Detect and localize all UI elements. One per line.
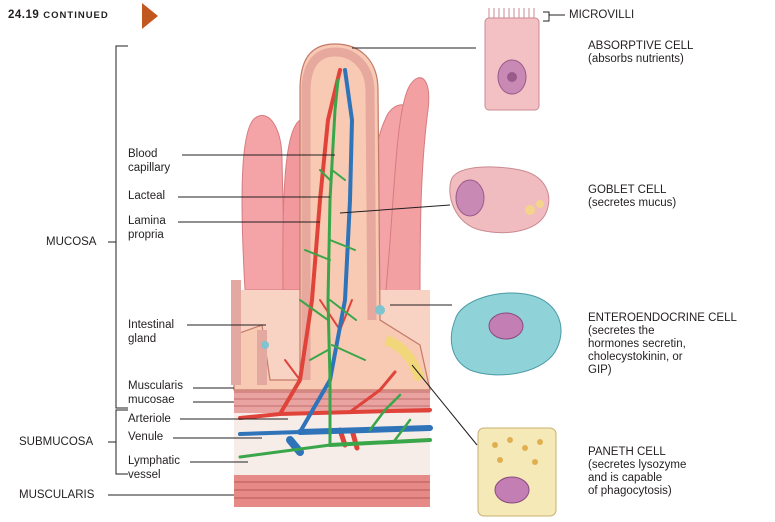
label-goblet-cell: GOBLET CELL (secretes mucus): [588, 184, 676, 210]
label-lamina-line1: Lamina: [128, 215, 166, 229]
label-paneth-cell: PANETH CELL (secretes lysozyme and is ca…: [588, 446, 686, 498]
paneth-desc-2: and is capable: [588, 472, 686, 485]
entero-desc-3: cholecystokinin, or: [588, 351, 737, 364]
paneth-title: PANETH CELL: [588, 446, 686, 459]
label-arteriole: Arteriole: [128, 413, 171, 427]
label-intestinal-line1: Intestinal: [128, 319, 174, 333]
goblet-cell: [450, 167, 549, 233]
label-intestinal-line2: gland: [128, 333, 174, 347]
label-muscularis-mucosae-line2: mucosae: [128, 394, 183, 408]
label-lymphatic-line1: Lymphatic: [128, 455, 180, 469]
label-blood-capillary: Blood capillary: [128, 148, 170, 175]
goblet-desc: (secretes mucus): [588, 197, 676, 210]
label-muscularis-mucosae-line1: Muscularis: [128, 380, 183, 394]
label-lymphatic-vessel: Lymphatic vessel: [128, 455, 180, 482]
label-submucosa: SUBMUCOSA: [19, 436, 93, 448]
paneth-cell: [478, 428, 556, 516]
label-lymphatic-line2: vessel: [128, 469, 180, 483]
label-muscularis-mucosae: Muscularis mucosae: [128, 380, 183, 407]
label-blood-capillary-line2: capillary: [128, 162, 170, 176]
goblet-title: GOBLET CELL: [588, 184, 676, 197]
entero-title: ENTEROENDOCRINE CELL: [588, 312, 737, 325]
paneth-desc-3: of phagocytosis): [588, 485, 686, 498]
label-mucosa: MUCOSA: [46, 236, 96, 248]
label-blood-capillary-line1: Blood: [128, 148, 170, 162]
enteroendocrine-cell: [451, 293, 561, 375]
paneth-desc-1: (secretes lysozyme: [588, 459, 686, 472]
label-intestinal-gland: Intestinal gland: [128, 319, 174, 346]
label-enteroendocrine-cell: ENTEROENDOCRINE CELL (secretes the hormo…: [588, 312, 737, 377]
entero-desc-4: GIP): [588, 364, 737, 377]
label-venule: Venule: [128, 431, 163, 445]
absorptive-desc: (absorbs nutrients): [588, 53, 693, 66]
label-absorptive-cell: ABSORPTIVE CELL (absorbs nutrients): [588, 40, 693, 66]
entero-desc-2: hormones secretin,: [588, 338, 737, 351]
label-lamina-propria: Lamina propria: [128, 215, 166, 242]
label-microvilli: MICROVILLI: [569, 9, 634, 22]
label-lamina-line2: propria: [128, 229, 166, 243]
absorptive-cell: [485, 8, 539, 110]
label-lacteal: Lacteal: [128, 190, 165, 204]
label-muscularis: MUSCULARIS: [19, 489, 94, 501]
entero-desc-1: (secretes the: [588, 325, 737, 338]
absorptive-title: ABSORPTIVE CELL: [588, 40, 693, 53]
